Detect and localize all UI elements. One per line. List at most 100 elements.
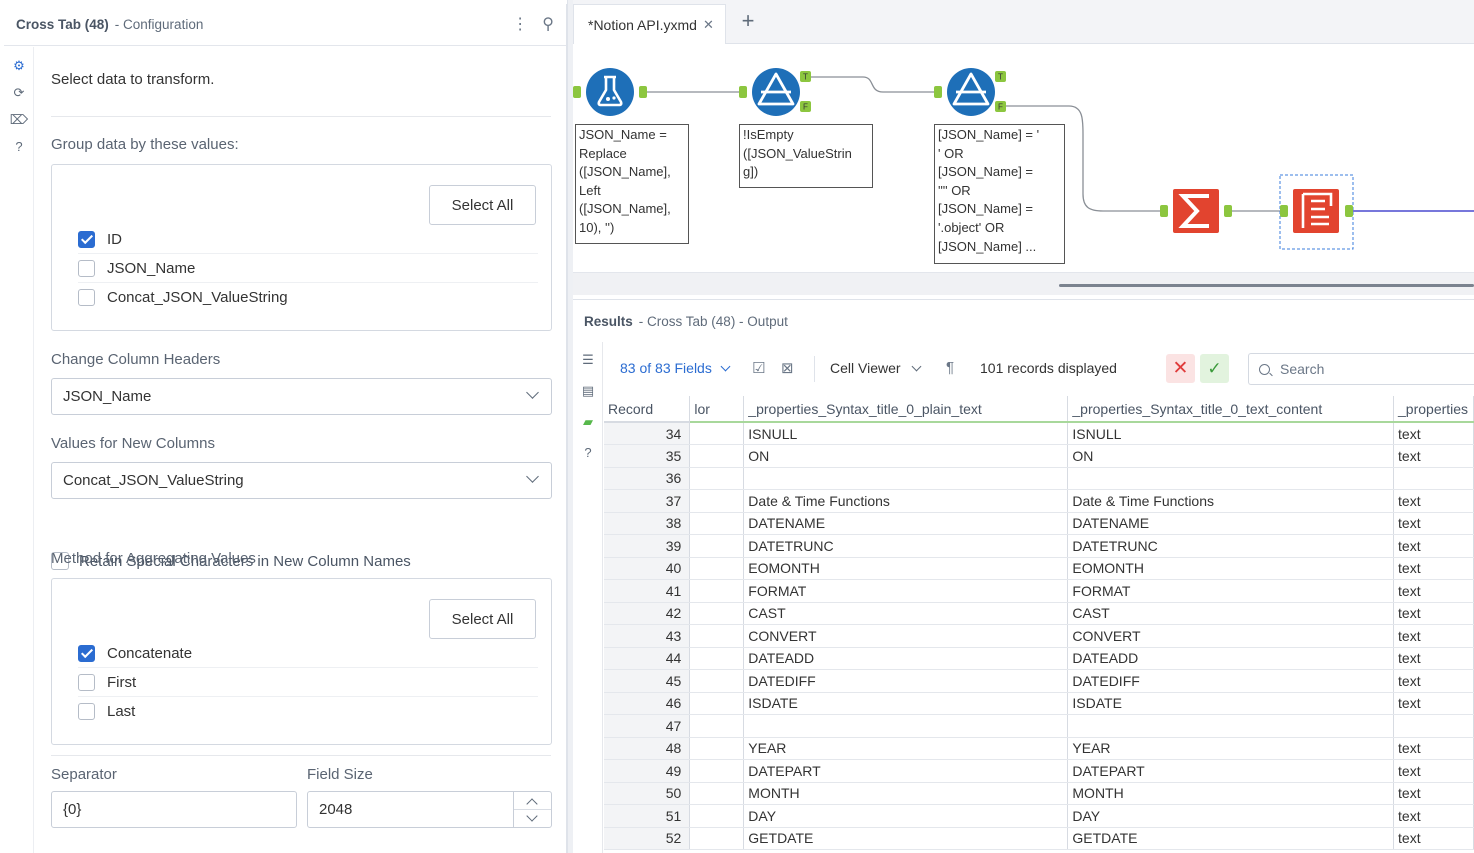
method-select-all-button[interactable]: Select All: [429, 599, 536, 639]
table-row[interactable]: 36: [604, 467, 1474, 490]
table-cell[interactable]: YEAR: [1067, 737, 1395, 760]
table-cell[interactable]: text: [1393, 737, 1474, 760]
record-number-cell[interactable]: 39: [604, 534, 691, 558]
record-number-cell[interactable]: 50: [604, 782, 691, 805]
table-cell[interactable]: [689, 489, 745, 513]
table-cell[interactable]: CAST: [743, 602, 1069, 625]
table-cell[interactable]: text: [1393, 624, 1474, 648]
table-cell[interactable]: [689, 804, 745, 828]
table-cell[interactable]: MONTH: [1067, 782, 1395, 805]
table-cell[interactable]: DAY: [743, 804, 1069, 828]
record-number-cell[interactable]: 44: [604, 647, 691, 670]
record-number-cell[interactable]: 52: [604, 827, 691, 850]
table-cell[interactable]: CONVERT: [743, 624, 1069, 648]
metadata-icon[interactable]: ▤: [581, 383, 595, 398]
chevron-up-icon[interactable]: [526, 798, 538, 810]
checkbox[interactable]: [78, 703, 95, 720]
panel-splitter[interactable]: [567, 0, 573, 853]
cell-viewer-dropdown[interactable]: Cell Viewer: [830, 360, 921, 376]
table-cell[interactable]: Date & Time Functions: [743, 489, 1069, 513]
table-cell[interactable]: [689, 624, 745, 648]
table-cell[interactable]: [689, 759, 745, 783]
workflow-canvas[interactable]: T F T F: [573, 44, 1474, 272]
document-tab[interactable]: *Notion API.yxmd ✕: [573, 4, 726, 44]
cancel-filter-button[interactable]: ✕: [1166, 354, 1195, 383]
table-cell[interactable]: DATEPART: [1067, 759, 1395, 783]
table-cell[interactable]: DAY: [1067, 804, 1395, 828]
record-number-cell[interactable]: 34: [604, 422, 691, 445]
checkbox[interactable]: [78, 259, 95, 277]
results-grid[interactable]: Record lor _properties_Syntax_title_0_pl…: [604, 396, 1474, 853]
record-number-cell[interactable]: 43: [604, 624, 691, 648]
table-cell[interactable]: text: [1393, 669, 1474, 693]
table-cell[interactable]: [689, 669, 745, 693]
retain-special-characters[interactable]: Retain Special Characters in New Column …: [51, 552, 411, 570]
list-icon[interactable]: ☰: [582, 352, 594, 367]
table-cell[interactable]: [689, 534, 745, 558]
column-header[interactable]: _properties: [1393, 396, 1474, 423]
table-cell[interactable]: [689, 512, 745, 535]
table-cell[interactable]: EOMONTH: [743, 557, 1069, 580]
column-header[interactable]: lor: [689, 396, 745, 423]
table-cell[interactable]: [689, 467, 745, 490]
table-cell[interactable]: text: [1393, 827, 1474, 850]
chevron-down-icon[interactable]: [526, 810, 538, 822]
table-cell[interactable]: EOMONTH: [1067, 557, 1395, 580]
table-cell[interactable]: text: [1393, 579, 1474, 603]
checkbox[interactable]: [78, 289, 95, 306]
table-cell[interactable]: text: [1393, 692, 1474, 715]
gear-icon[interactable]: ⚙: [13, 58, 25, 73]
table-cell[interactable]: ON: [1067, 444, 1395, 468]
table-cell[interactable]: [743, 714, 1069, 738]
table-cell[interactable]: ON: [743, 444, 1069, 468]
table-cell[interactable]: DATEADD: [743, 647, 1069, 670]
record-number-cell[interactable]: 37: [604, 489, 691, 513]
checkbox[interactable]: [78, 673, 95, 691]
table-cell[interactable]: [689, 557, 745, 580]
table-cell[interactable]: text: [1393, 647, 1474, 670]
table-cell[interactable]: DATEDIFF: [1067, 669, 1395, 693]
method-first[interactable]: First: [78, 668, 538, 697]
record-number-cell[interactable]: 35: [604, 444, 691, 468]
table-cell[interactable]: DATEADD: [1067, 647, 1395, 670]
table-cell[interactable]: Date & Time Functions: [1067, 489, 1395, 513]
table-cell[interactable]: [1393, 714, 1474, 738]
table-cell[interactable]: [689, 714, 745, 738]
table-cell[interactable]: [1393, 467, 1474, 490]
record-number-cell[interactable]: 38: [604, 512, 691, 535]
record-number-cell[interactable]: 36: [604, 467, 691, 490]
table-cell[interactable]: [689, 782, 745, 805]
table-cell[interactable]: FORMAT: [743, 579, 1069, 603]
stepper-buttons[interactable]: [513, 792, 551, 827]
help-icon[interactable]: ?: [584, 445, 592, 460]
table-cell[interactable]: FORMAT: [1067, 579, 1395, 603]
table-cell[interactable]: DATETRUNC: [743, 534, 1069, 558]
record-number-cell[interactable]: 45: [604, 669, 691, 693]
method-last[interactable]: Last: [78, 697, 538, 726]
column-header[interactable]: _properties_Syntax_title_0_plain_text: [743, 396, 1069, 423]
group-field-json-name[interactable]: JSON_Name: [78, 254, 538, 283]
edit-check-icon[interactable]: ☑: [752, 360, 766, 377]
table-cell[interactable]: text: [1393, 602, 1474, 625]
table-cell[interactable]: text: [1393, 512, 1474, 535]
close-icon[interactable]: ✕: [702, 16, 714, 32]
table-cell[interactable]: MONTH: [743, 782, 1069, 805]
checkbox-checked[interactable]: [78, 644, 95, 662]
table-cell[interactable]: ISDATE: [1067, 692, 1395, 715]
table-cell[interactable]: [689, 579, 745, 603]
table-cell[interactable]: [689, 444, 745, 468]
new-columns-dropdown[interactable]: Concat_JSON_ValueString: [51, 462, 552, 499]
tag-icon[interactable]: ⌦: [9, 112, 29, 127]
record-number-cell[interactable]: 40: [604, 557, 691, 580]
